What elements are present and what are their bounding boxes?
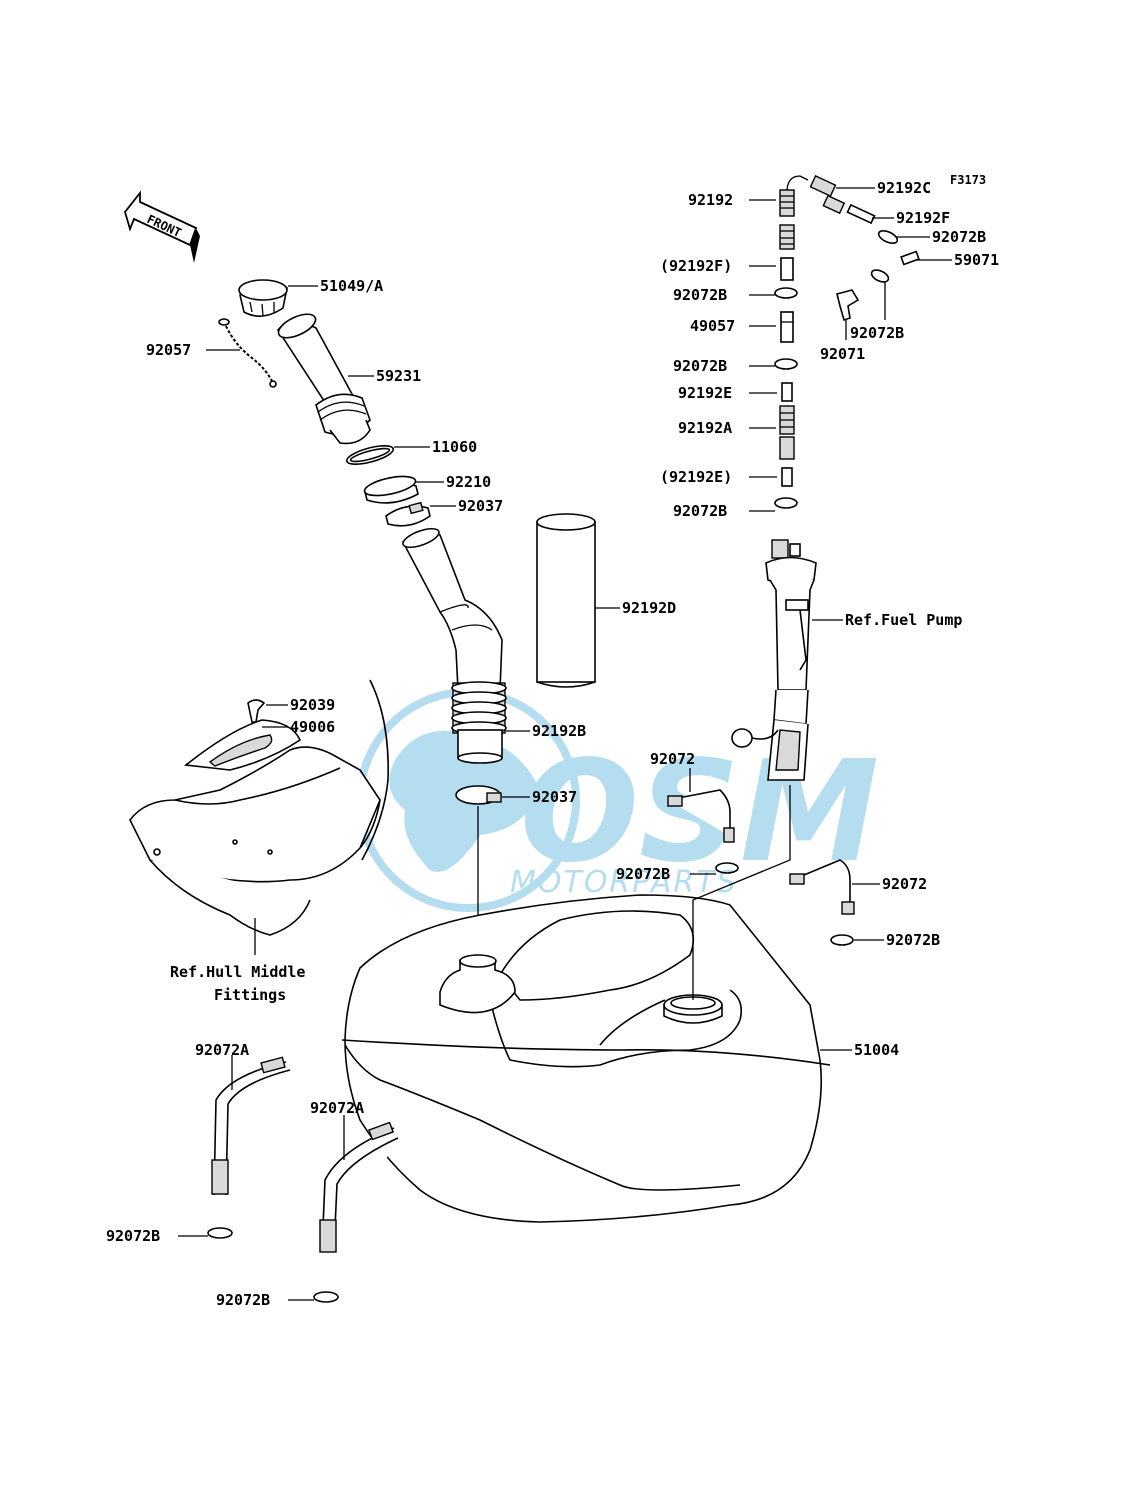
spring-stack	[774, 189, 798, 509]
bellows-hose-part	[451, 681, 507, 764]
callout-hull2: Fittings	[214, 986, 286, 1004]
callout-92039: 92039	[290, 696, 335, 714]
callout-49006: 49006	[290, 718, 335, 736]
callout-fuelpump: Ref.Fuel Pump	[845, 611, 962, 629]
figure-code: F3173	[950, 173, 986, 187]
callout-92072b-bl1: 92072B	[106, 1227, 160, 1245]
callout-92037-top: 92037	[458, 497, 503, 515]
callout-92192f: 92192F	[896, 209, 950, 227]
retaining-ring-part	[207, 1227, 233, 1239]
tank-band-part	[667, 789, 735, 843]
callout-92072b-m: 92072B	[616, 865, 670, 883]
tank-strap-part	[319, 1121, 399, 1253]
nut-part	[363, 475, 419, 504]
callout-92072a-2: 92072A	[310, 1099, 364, 1117]
fuel-tank-part	[341, 894, 831, 1223]
fuel-pump-part	[731, 539, 817, 781]
tank-strap-part	[211, 1056, 291, 1196]
retaining-ring-part	[830, 934, 854, 946]
callout-92192c: 92192C	[877, 179, 931, 197]
watermark-sub: MOTORPARTS	[510, 865, 738, 900]
callout-51049a: 51049/A	[320, 277, 383, 295]
callout-51004: 51004	[854, 1041, 899, 1059]
fuel-cap-part	[238, 279, 288, 317]
callout-92057: 92057	[146, 341, 191, 359]
callout-92072b-l1: 92072B	[673, 286, 727, 304]
hose-clamp-part	[455, 785, 502, 805]
retaining-ring-part	[313, 1291, 339, 1303]
hull-middle-fittings-part	[129, 679, 389, 936]
vent-hose-branch	[786, 174, 920, 322]
callout-92072b-r2: 92072B	[850, 324, 904, 342]
clip-part	[247, 699, 266, 723]
hose-clamp-part	[385, 501, 431, 527]
callout-92072b-r3: 92072B	[886, 931, 940, 949]
callout-92072a-1: 92072A	[195, 1041, 249, 1059]
callout-92072b-l2: 92072B	[673, 357, 727, 375]
callout-92192a: 92192A	[678, 419, 732, 437]
leader-line	[692, 785, 791, 1000]
callout-92210: 92210	[446, 473, 491, 491]
callout-59231: 59231	[376, 367, 421, 385]
retaining-ring-part	[715, 862, 739, 874]
callout-92192f-p: (92192F)	[660, 257, 732, 275]
callout-49057: 49057	[690, 317, 735, 335]
tether-strap-part	[218, 318, 277, 388]
callout-hull1: Ref.Hull Middle	[170, 963, 305, 981]
callout-92192d: 92192D	[622, 599, 676, 617]
callout-59071: 59071	[954, 251, 999, 269]
filler-hose-part	[401, 527, 503, 691]
callout-11060: 11060	[432, 438, 477, 456]
callout-92072b-bl2: 92072B	[216, 1291, 270, 1309]
callout-92192e-p: (92192E)	[660, 468, 732, 486]
callout-92192e: 92192E	[678, 384, 732, 402]
foam-cylinder-part	[536, 513, 596, 688]
callout-92192b: 92192B	[532, 722, 586, 740]
o-ring-part	[345, 445, 395, 465]
callout-92072-a: 92072	[650, 750, 695, 768]
callout-92037-bot: 92037	[532, 788, 577, 806]
callout-92072b-r1: 92072B	[932, 228, 986, 246]
tank-band-part	[789, 859, 855, 915]
callout-92192: 92192	[688, 191, 733, 209]
filler-neck-part	[277, 313, 371, 445]
front-arrow-icon: FRONT	[124, 190, 200, 263]
callout-92072-b: 92072	[882, 875, 927, 893]
callout-92072b-l3: 92072B	[673, 502, 727, 520]
callout-92071: 92071	[820, 345, 865, 363]
